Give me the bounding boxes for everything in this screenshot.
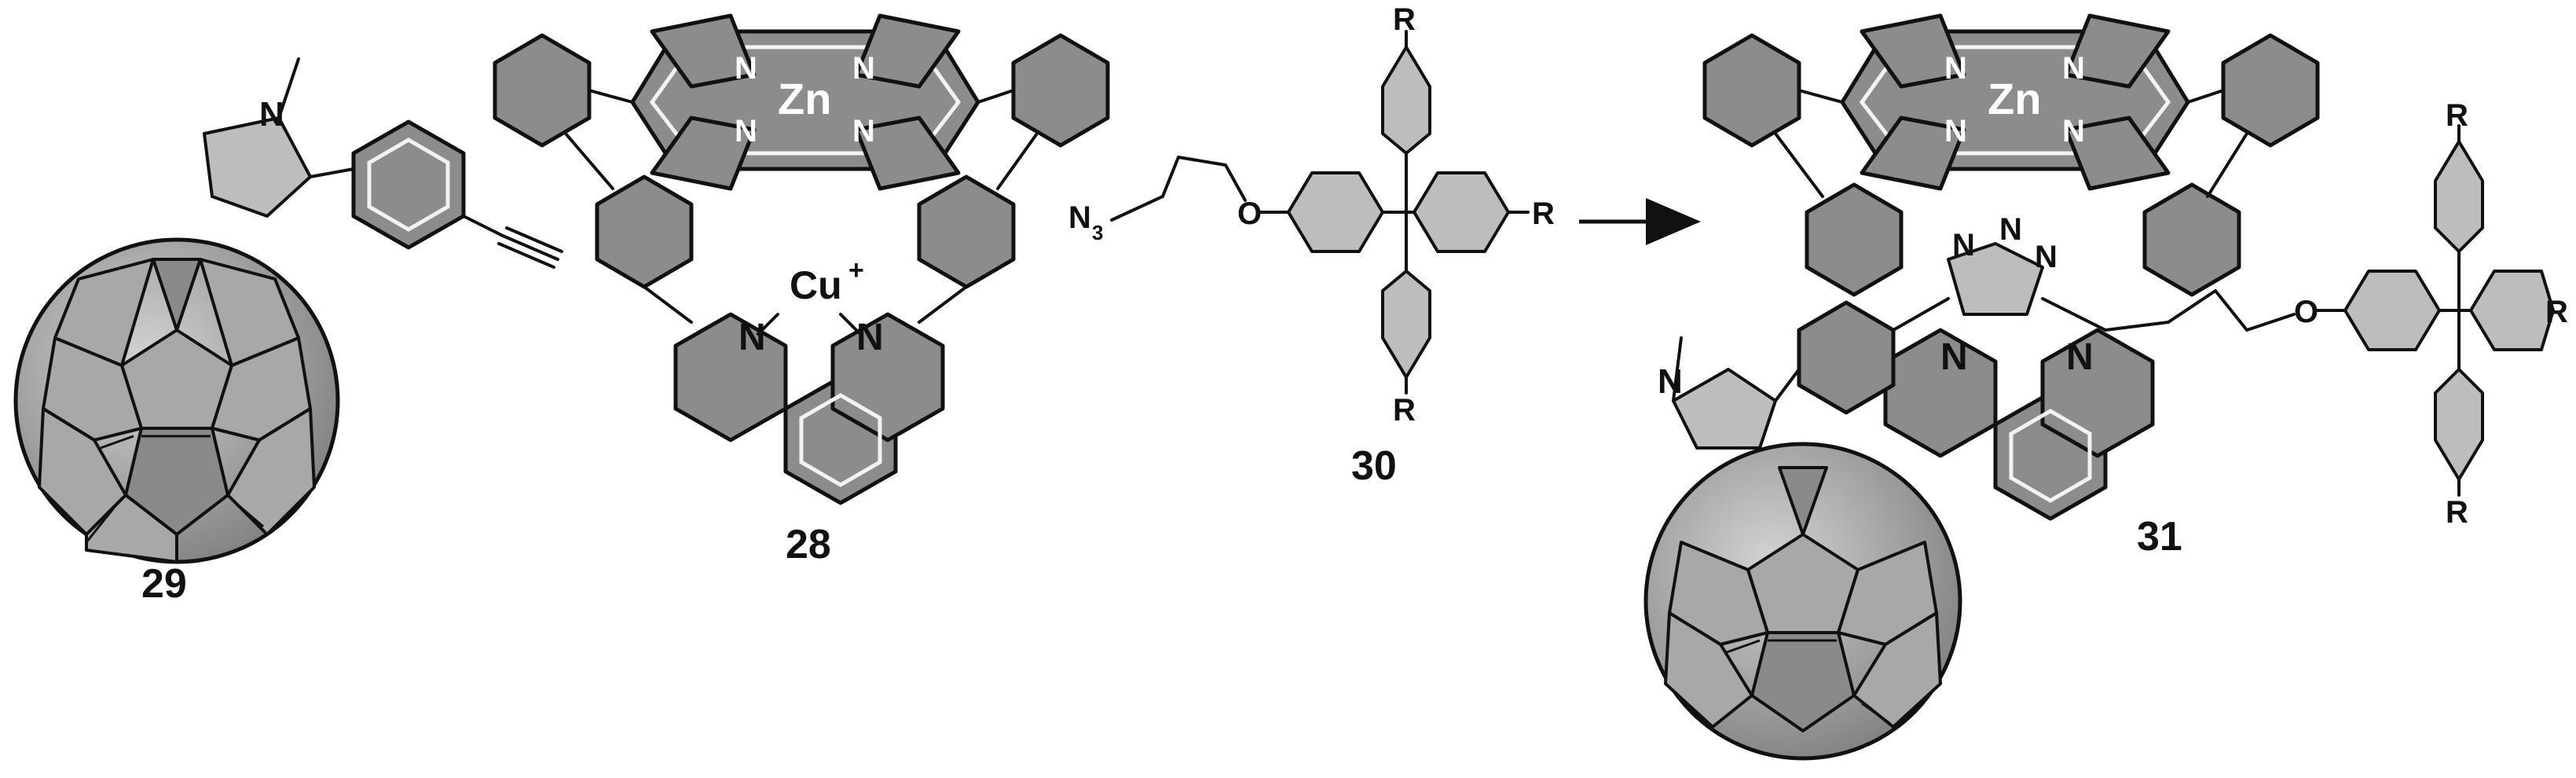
phenyl-rings-28 — [493, 33, 1110, 324]
atom-n-31e: N — [1940, 336, 1968, 378]
compound-31: Zn N N N N N N N N N — [1643, 13, 2568, 761]
cu-charge-28: + — [848, 255, 864, 285]
pyrrolidine-phenyl-31 — [1672, 297, 1950, 450]
phenanthroline-31 — [1883, 328, 2155, 521]
atom-n-29: N — [259, 95, 284, 134]
aryl-rings-30 — [1287, 30, 1530, 395]
substituent-r-31c: R — [2446, 495, 2468, 530]
compound-label-30: 30 — [1351, 443, 1397, 489]
azide-n-30: N — [1068, 200, 1091, 235]
compound-label-29: 29 — [141, 561, 187, 607]
compound-label-31: 31 — [2137, 514, 2182, 560]
atom-n-31b: N — [2062, 51, 2085, 86]
azide-sub-30: 3 — [1092, 221, 1103, 244]
atom-o-31: O — [2294, 295, 2318, 329]
porphyrin-core-31 — [1840, 13, 2190, 191]
atom-o-30: O — [1237, 196, 1262, 231]
fullerene-ball-29 — [13, 237, 340, 564]
compound-29: N 29 — [13, 57, 563, 607]
atom-n-31f: N — [2066, 336, 2094, 378]
atom-n-28e: N — [738, 317, 766, 358]
atom-n-28f: N — [856, 317, 884, 358]
atom-cu-28: Cu — [790, 263, 842, 307]
compound-28: Zn N N N N N N Cu + 28 — [493, 13, 1110, 567]
atom-n-31d: N — [2062, 114, 2085, 149]
triazole-ring-31 — [1947, 242, 2170, 332]
compound-30: N 3 O R R R 30 — [1068, 2, 1555, 489]
triazole-n-31a: N — [1952, 228, 1975, 262]
stopper-31 — [2167, 124, 2555, 497]
atom-n-28d: N — [852, 114, 875, 149]
phenyl-ring-29 — [309, 119, 563, 269]
compound-label-28: 28 — [786, 522, 831, 567]
phenanthroline-28 — [673, 312, 945, 505]
porphyrin-core-28 — [630, 13, 980, 191]
substituent-r-30a: R — [1393, 2, 1416, 37]
atom-n-31a: N — [1944, 51, 1967, 86]
triazole-n-31b: N — [1999, 212, 2022, 247]
atom-n-28b: N — [852, 51, 875, 86]
substituent-r-31a: R — [2446, 98, 2468, 133]
fullerene-ball-31 — [1643, 442, 1962, 761]
atom-zn-28: Zn — [778, 74, 831, 123]
atom-n-28a: N — [735, 51, 757, 86]
atom-n-31g: N — [1658, 362, 1683, 401]
atom-n-31c: N — [1944, 114, 1967, 149]
triazole-n-31c: N — [2035, 240, 2058, 274]
phenyl-rings-31 — [1702, 33, 2320, 297]
substituent-r-30b: R — [1532, 196, 1555, 231]
atom-n-28c: N — [735, 114, 757, 149]
substituent-r-30c: R — [1393, 393, 1416, 428]
pyrrolidine-ring-29 — [203, 57, 312, 218]
substituent-r-31b: R — [2545, 295, 2568, 329]
atom-zn-31: Zn — [1988, 74, 2041, 123]
